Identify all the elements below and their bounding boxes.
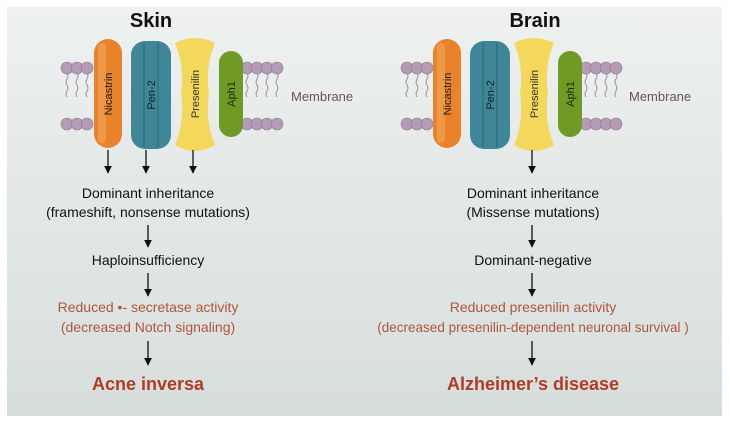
skin-lipid-heads: [60, 61, 284, 131]
brain-aph1-label: Aph1: [565, 81, 577, 107]
skin-membrane-label: Membrane: [291, 89, 353, 104]
skin-presenilin-protein: Presenilin: [175, 38, 215, 151]
figure-panel: Skin Nicastrin Pen-2 Presenilin: [7, 7, 722, 416]
skin-lipid-tails: [65, 72, 279, 98]
brain-aph1-protein: Aph1: [558, 51, 582, 137]
skin-title: Skin: [130, 10, 172, 32]
skin-panel: Skin Nicastrin Pen-2 Presenilin: [46, 10, 353, 394]
brain-inheritance-line1: Dominant inheritance: [467, 185, 600, 201]
skin-effect-line2: (decreased Notch signaling): [61, 319, 235, 335]
brain-pen2-label: Pen-2: [485, 80, 497, 109]
skin-inheritance-line1: Dominant inheritance: [82, 185, 215, 201]
brain-mechanism: Dominant-negative: [474, 252, 592, 268]
brain-panel: Brain Nicastrin Pen-2 Presenilin: [377, 10, 691, 394]
brain-nicastrin-protein: Nicastrin: [433, 39, 461, 148]
brain-presenilin-protein: Presenilin: [514, 38, 554, 151]
skin-aph1-label: Aph1: [226, 81, 238, 107]
brain-inheritance-line2: (Missense mutations): [466, 204, 599, 220]
skin-nicastrin-label: Nicastrin: [103, 73, 115, 116]
brain-effect-line1: Reduced presenilin activity: [450, 299, 617, 315]
skin-membrane: [60, 61, 284, 131]
diagram-canvas: Skin Nicastrin Pen-2 Presenilin: [46, 10, 691, 394]
skin-pen2-label: Pen-2: [146, 80, 158, 109]
skin-inheritance-line2: (frameshift, nonsense mutations): [46, 204, 250, 220]
skin-effect-line1: Reduced •- secretase activity: [58, 299, 239, 315]
skin-outcome: Acne inversa: [92, 374, 205, 394]
skin-pen2-protein: Pen-2: [131, 41, 171, 149]
brain-membrane: [400, 61, 623, 131]
skin-mechanism: Haploinsufficiency: [92, 252, 205, 268]
skin-aph1-protein: Aph1: [219, 51, 243, 137]
skin-nicastrin-protein: Nicastrin: [94, 39, 122, 148]
brain-outcome: Alzheimer’s disease: [447, 374, 619, 394]
brain-presenilin-label: Presenilin: [529, 70, 541, 118]
skin-presenilin-label: Presenilin: [190, 70, 202, 118]
brain-effect-line2: (decreased presenilin-dependent neuronal…: [377, 320, 688, 335]
brain-pen2-protein: Pen-2: [470, 41, 510, 149]
brain-title: Brain: [509, 10, 560, 32]
brain-nicastrin-label: Nicastrin: [442, 73, 454, 116]
brain-membrane-label: Membrane: [629, 89, 691, 104]
brain-lipid-heads: [400, 61, 623, 131]
brain-lipid-tails: [405, 72, 618, 98]
